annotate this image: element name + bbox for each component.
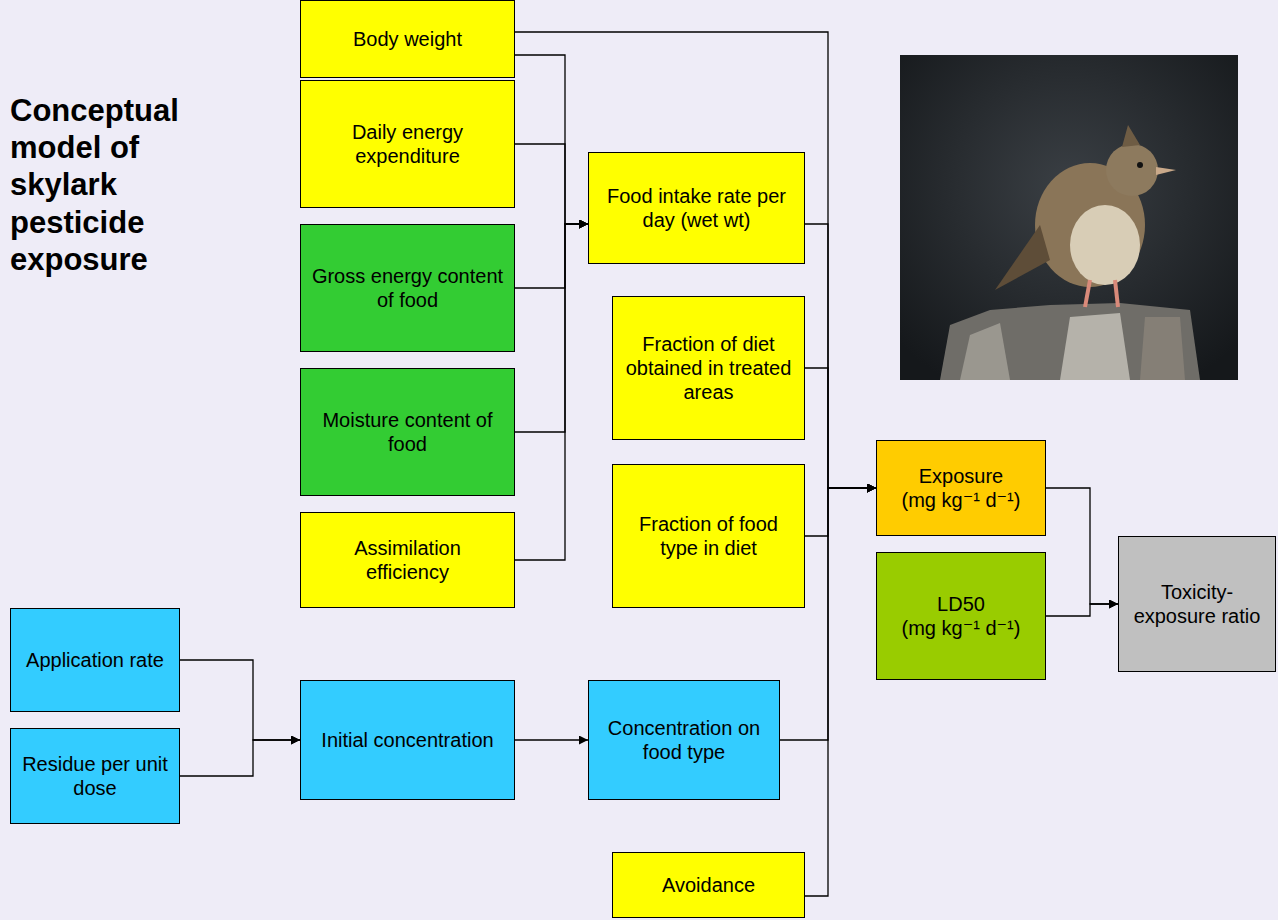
box-label: Residue per unit dose	[21, 752, 169, 800]
process-box: Concentration on food type	[588, 680, 780, 800]
flow-arrow	[180, 740, 300, 776]
process-box: Assimilation efficiency	[300, 512, 515, 608]
process-box: Initial concentration	[300, 680, 515, 800]
box-label: Moisture content of food	[311, 408, 504, 456]
box-label: Body weight	[353, 27, 462, 51]
box-label: Assimilation efficiency	[311, 536, 504, 584]
process-box: Fraction of diet obtained in treated are…	[612, 296, 805, 440]
skylark-photo	[900, 55, 1238, 380]
box-label: (mg kg⁻¹ d⁻¹)	[902, 616, 1021, 640]
flow-arrow	[515, 32, 876, 488]
flow-arrow	[805, 368, 876, 488]
box-label: LD50	[937, 592, 985, 616]
flow-arrow	[180, 660, 300, 740]
process-box: LD50(mg kg⁻¹ d⁻¹)	[876, 552, 1046, 680]
flow-arrow	[805, 488, 876, 536]
flow-arrow	[805, 224, 876, 488]
flow-arrow	[515, 224, 588, 560]
flow-arrow	[515, 144, 588, 224]
flow-arrow	[515, 224, 588, 288]
box-label: Initial concentration	[321, 728, 493, 752]
process-box: Moisture content of food	[300, 368, 515, 496]
process-box: Gross energy content of food	[300, 224, 515, 352]
process-box: Exposure(mg kg⁻¹ d⁻¹)	[876, 440, 1046, 536]
box-label: Avoidance	[662, 873, 755, 897]
process-box: Body weight	[300, 0, 515, 78]
process-box: Avoidance	[612, 852, 805, 918]
process-box: Daily energy expenditure	[300, 80, 515, 208]
flow-arrow	[515, 55, 588, 224]
flow-arrow	[515, 739, 588, 740]
process-box: Toxicity-exposure ratio	[1118, 536, 1276, 672]
process-box: Residue per unit dose	[10, 728, 180, 824]
box-label: Fraction of food type in diet	[623, 512, 794, 560]
box-label: Concentration on food type	[599, 716, 769, 764]
box-label: Daily energy expenditure	[311, 120, 504, 168]
box-label: Gross energy content of food	[311, 264, 504, 312]
box-label: Toxicity-exposure ratio	[1129, 580, 1265, 628]
flow-arrow	[1046, 488, 1118, 604]
process-box: Food intake rate per day (wet wt)	[588, 152, 805, 264]
diagram-title: Conceptual model of skylark pesticide ex…	[10, 92, 220, 278]
box-label: Exposure	[919, 464, 1004, 488]
flow-arrow	[805, 488, 876, 896]
box-label: Food intake rate per day (wet wt)	[599, 184, 794, 232]
box-label: (mg kg⁻¹ d⁻¹)	[902, 488, 1021, 512]
flow-arrow	[515, 224, 588, 432]
flow-arrow	[1046, 604, 1118, 616]
process-box: Fraction of food type in diet	[612, 464, 805, 608]
box-label: Application rate	[26, 648, 164, 672]
box-label: Fraction of diet obtained in treated are…	[623, 332, 794, 404]
process-box: Application rate	[10, 608, 180, 712]
